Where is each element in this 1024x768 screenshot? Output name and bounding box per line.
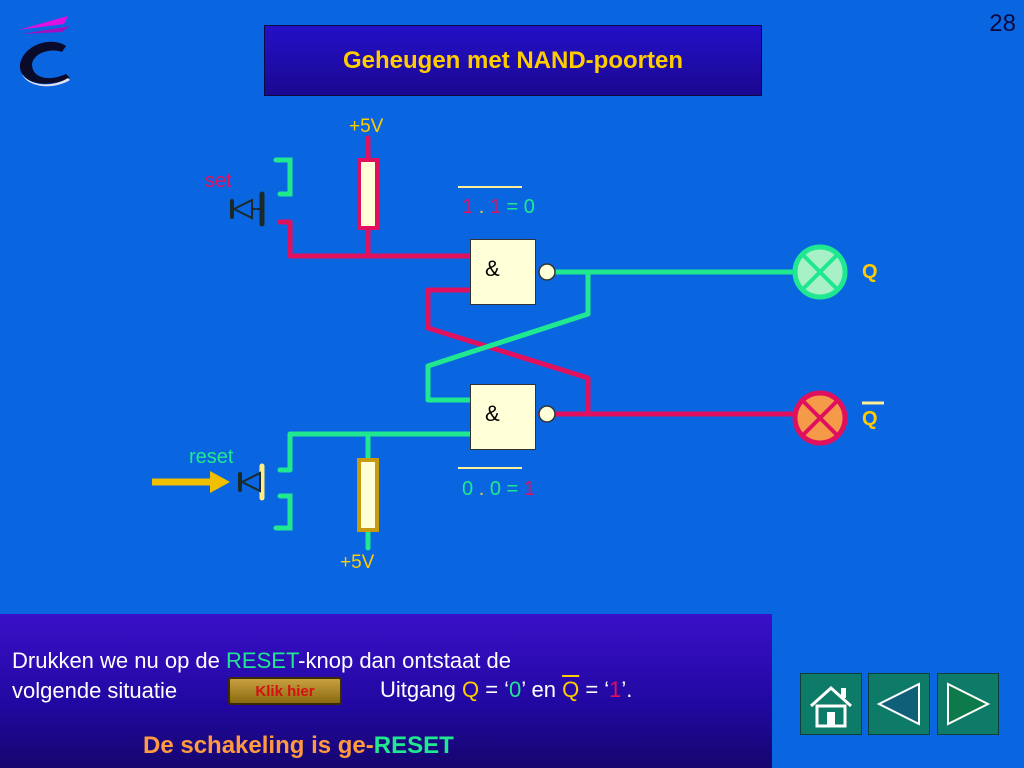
circuit-diagram [152, 135, 884, 551]
output-summary: Uitgang Q = ‘0’ en Q = ‘1’. [380, 677, 633, 702]
home-button[interactable] [800, 673, 862, 735]
previous-button[interactable] [868, 673, 930, 735]
pullup-resistor-top [357, 158, 379, 230]
reset-label: reset [189, 446, 234, 468]
gate-symbol: & [485, 401, 500, 426]
pullup-resistor-bottom [357, 458, 379, 532]
reset-arrow-icon [152, 471, 230, 493]
title-banner: Geheugen met NAND-poorten [264, 25, 762, 96]
explanation-text: Drukken we nu op de RESET-knop dan ontst… [12, 648, 511, 703]
next-button[interactable] [937, 673, 999, 735]
conclusion-text: De schakeling is ge-RESET [143, 732, 454, 759]
page-title: Geheugen met NAND-poorten [342, 46, 683, 74]
output-qbar-label: Q [862, 408, 878, 430]
output-q-label: Q [862, 261, 878, 283]
gate1-bubble [538, 263, 556, 281]
equation-bottom: 0 . 0 = 1 [462, 478, 535, 500]
supply-top-label: +5V [349, 116, 384, 137]
set-switch [230, 157, 293, 227]
triangle-right-icon [947, 682, 991, 726]
klik-hier-button[interactable]: Klik hier [228, 677, 342, 705]
gate-symbol: & [485, 256, 500, 281]
lamp-qbar-icon [792, 390, 848, 446]
wire-reset-input [277, 431, 473, 473]
nand-gate-bottom: & [470, 384, 536, 450]
reset-switch [238, 463, 293, 531]
wire-set-input [277, 219, 473, 259]
info-panel: Drukken we nu op de RESET-knop dan ontst… [0, 614, 772, 768]
page-number: 28 [989, 10, 1016, 37]
wire-cross-q [425, 269, 591, 403]
equation-top: 1 . 1 = 0 [462, 196, 535, 218]
logo [18, 16, 70, 87]
nand-gate-top: & [470, 239, 536, 305]
home-icon [809, 685, 853, 728]
supply-bottom-label: +5V [340, 552, 375, 573]
triangle-left-icon [876, 682, 920, 726]
gate2-bubble [538, 405, 556, 423]
set-label: set [205, 170, 232, 192]
lamp-q-icon [792, 244, 848, 300]
